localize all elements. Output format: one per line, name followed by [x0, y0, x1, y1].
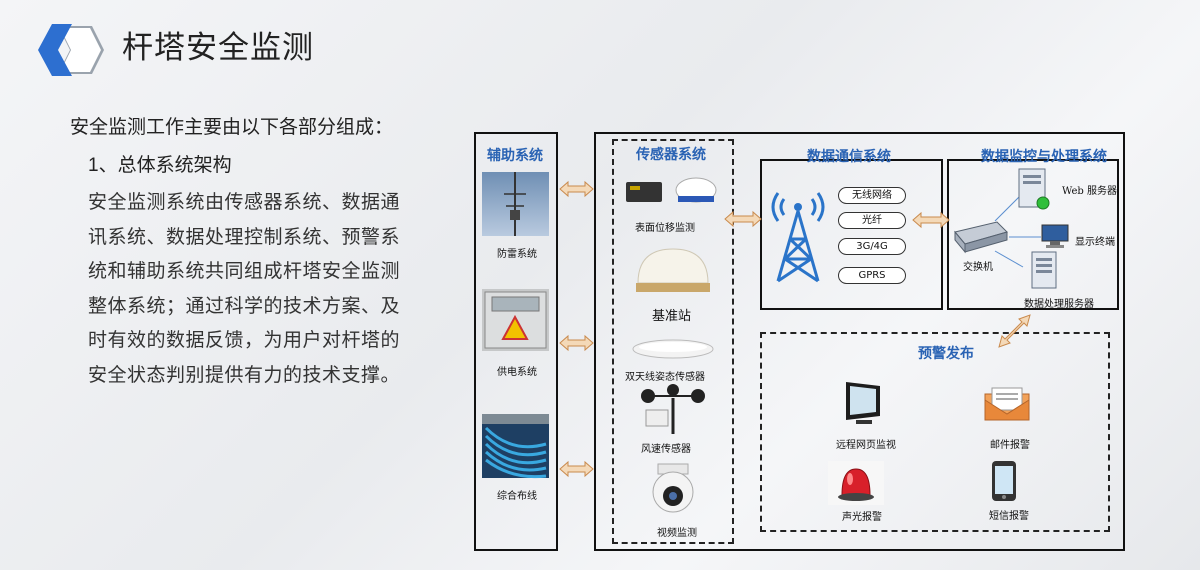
arrow-processing-alert — [998, 314, 1031, 348]
switch-icon — [954, 221, 1008, 254]
processing-system-box — [947, 159, 1119, 310]
sensor-title: 传感器系统 — [636, 146, 706, 162]
siren-icon — [828, 461, 884, 505]
channel-gprs: GPRS — [838, 267, 906, 284]
cabling-image — [482, 414, 549, 479]
processing-network-lines — [994, 196, 1041, 268]
switch-label: 交换机 — [963, 262, 993, 273]
aux-item-cabling: 综合布线 — [497, 491, 537, 502]
sensor-item-dual-antenna: 双天线姿态传感器 — [625, 372, 705, 383]
arrow-comm-processing — [912, 211, 950, 229]
processing-title: 数据监控与处理系统 — [981, 148, 1107, 164]
signal-tower-icon — [771, 192, 825, 283]
page-title: 杆塔安全监测 — [122, 30, 314, 65]
alert-item-siren: 声光报警 — [842, 512, 882, 523]
sensor-item-displacement: 表面位移监测 — [635, 223, 695, 234]
comm-system-box — [760, 159, 943, 310]
channel-3g4g: 3G/4G — [838, 238, 906, 255]
mail-icon — [984, 387, 1030, 421]
alert-system-box — [760, 332, 1110, 532]
terminal-label: 显示终端 — [1075, 237, 1115, 248]
channel-wireless: 无线网络 — [838, 187, 906, 204]
alert-item-mail: 邮件报警 — [990, 440, 1030, 451]
displacement-monitor-image — [626, 177, 717, 203]
sensor-item-video: 视频监测 — [657, 528, 697, 539]
alert-title: 预警发布 — [918, 345, 974, 361]
alert-item-web: 远程网页监视 — [836, 440, 896, 451]
sms-phone-icon — [992, 461, 1016, 501]
lightning-rod-image — [482, 172, 549, 236]
arrow-sensor-comm — [724, 210, 762, 228]
sensor-item-wind: 风速传感器 — [641, 444, 691, 455]
web-monitor-icon — [846, 382, 880, 424]
intro-text: 安全监测工作主要由以下各部分组成： — [70, 117, 394, 138]
web-server-label: Web 服务器 — [1062, 186, 1117, 197]
aux-item-lightning: 防雷系统 — [497, 249, 537, 260]
arrow-aux-bottom — [559, 460, 594, 478]
web-server-icon — [1018, 168, 1050, 210]
anemometer-image — [641, 384, 705, 434]
data-server-icon — [1031, 251, 1057, 289]
alert-item-sms: 短信报警 — [989, 511, 1029, 522]
arrow-aux-top — [559, 180, 594, 198]
camera-image — [652, 463, 694, 513]
channel-fiber: 光纤 — [838, 212, 906, 229]
logo-icon — [38, 24, 104, 76]
sensor-item-base-station: 基准站 — [652, 309, 692, 324]
auxiliary-title: 辅助系统 — [487, 147, 543, 163]
section-paragraph: 安全监测系统由传感器系统、数据通讯系统、数据处理控制系统、预警系统和辅助系统共同… — [88, 192, 401, 386]
base-station-image — [636, 248, 710, 292]
section-heading: 1、总体系统架构 — [88, 155, 232, 176]
aux-item-power: 供电系统 — [497, 367, 537, 378]
arrow-aux-middle — [559, 334, 594, 352]
power-cabinet-image — [482, 289, 549, 351]
data-server-label: 数据处理服务器 — [1024, 299, 1094, 310]
comm-title: 数据通信系统 — [807, 148, 891, 164]
main-system-box — [594, 132, 1125, 551]
auxiliary-system-box — [474, 132, 558, 551]
display-terminal-icon — [1041, 224, 1069, 248]
dual-antenna-image — [632, 339, 714, 359]
sensor-system-box — [612, 139, 734, 544]
